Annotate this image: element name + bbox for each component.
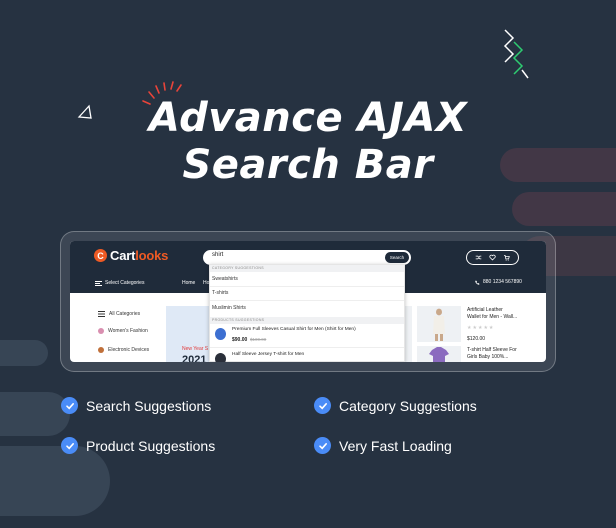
header-actions xyxy=(466,250,519,265)
device-icon xyxy=(98,347,104,353)
search-value: shirt xyxy=(212,252,224,258)
product-thumbnail[interactable] xyxy=(215,353,226,362)
logo-mark-icon: C xyxy=(94,249,107,262)
check-circle-icon xyxy=(314,397,331,414)
sidebar-item-label: All Categories xyxy=(109,311,141,317)
sidebar-item-label: Electronic Devices xyxy=(108,347,150,353)
select-categories-label: Select Categories xyxy=(105,280,145,286)
category-suggestion[interactable]: T-shirts xyxy=(212,290,229,296)
sidebar-item-electronic-devices[interactable]: Electronic Devices xyxy=(98,347,149,353)
product-image[interactable] xyxy=(417,306,461,342)
nav-link-partial[interactable]: Ho xyxy=(203,280,210,286)
dress-icon xyxy=(98,328,104,334)
divider xyxy=(210,347,404,348)
product-thumbnail[interactable] xyxy=(215,328,226,340)
feature-very-fast-loading: Very Fast Loading xyxy=(314,437,452,454)
banner-tagline: New Year S xyxy=(182,346,209,352)
category-suggestion[interactable]: Sweatshirts xyxy=(212,276,238,282)
brand-logo[interactable]: C Cartlooks xyxy=(94,248,168,263)
shirt-figure-icon xyxy=(433,308,445,341)
nav-link-home[interactable]: Home xyxy=(182,280,196,286)
banner-year: 2021 xyxy=(182,354,207,362)
list-icon xyxy=(98,311,105,317)
cart-icon[interactable] xyxy=(503,254,511,261)
feature-label: Search Suggestions xyxy=(86,397,212,414)
check-circle-icon xyxy=(314,437,331,454)
triangle-decoration xyxy=(77,104,92,119)
burst-decoration xyxy=(142,81,182,105)
brand-name: Cartlooks xyxy=(110,248,169,263)
category-suggestion[interactable]: Muslimin Shirts xyxy=(212,305,246,311)
menu-icon xyxy=(95,280,102,286)
zigzag-decoration xyxy=(503,29,529,79)
shuffle-icon[interactable] xyxy=(475,254,482,261)
divider xyxy=(210,286,404,287)
product-image[interactable] xyxy=(417,346,461,362)
phone-icon xyxy=(475,280,480,285)
tshirt-icon xyxy=(429,347,449,362)
feature-search-suggestions: Search Suggestions xyxy=(61,397,211,414)
select-categories[interactable]: Select Categories xyxy=(95,280,144,286)
product-name-line[interactable]: Girls Baby 100%... xyxy=(467,354,509,360)
product-price: $120.00 xyxy=(467,336,486,342)
search-button[interactable]: Search xyxy=(385,252,409,263)
check-circle-icon xyxy=(61,437,78,454)
feature-label: Product Suggestions xyxy=(86,437,216,454)
product-name-line[interactable]: Artificial Leather xyxy=(467,307,503,313)
sidebar-item-all-categories[interactable]: All Categories xyxy=(98,311,140,317)
feature-category-suggestions: Category Suggestions xyxy=(314,397,477,414)
check-circle-icon xyxy=(61,397,78,414)
rating-stars: ★★★★★ xyxy=(467,325,495,331)
headline-line-1: Advance AJAX xyxy=(148,95,468,141)
product-name-line[interactable]: Wallet for Men - Wall... xyxy=(467,314,518,320)
search-input[interactable]: shirt Search xyxy=(203,250,411,265)
product-suggestions-header: PRODUCTS SUGGESTIONS xyxy=(210,317,404,324)
heart-icon[interactable] xyxy=(489,254,496,261)
product-suggestion-title[interactable]: Premium Full Sleeves Casual Shirt for Me… xyxy=(232,327,356,332)
phone-number: 880 1234 567890 xyxy=(475,279,522,285)
sidebar-item-womens-fashion[interactable]: Women's Fashion xyxy=(98,328,148,334)
sidebar-item-label: Women's Fashion xyxy=(108,328,148,334)
product-name-line[interactable]: T-shirt Half Sleeve For xyxy=(467,347,517,353)
product-suggestion-old-price: $100.00 xyxy=(250,337,267,342)
phone-text: 880 1234 567890 xyxy=(483,279,522,285)
category-suggestions-header: CATEGORY SUGGESTIONS xyxy=(210,265,404,272)
feature-label: Category Suggestions xyxy=(339,397,477,414)
product-suggestion-price: $90.00 xyxy=(232,337,248,343)
headline-line-2: Search Bar xyxy=(182,142,434,188)
content-panel xyxy=(402,306,412,362)
feature-product-suggestions: Product Suggestions xyxy=(61,437,215,454)
feature-label: Very Fast Loading xyxy=(339,437,452,454)
preview-screen: C Cartlooks shirt Search Select Categori… xyxy=(70,241,546,362)
search-suggestions-dropdown: CATEGORY SUGGESTIONS Sweatshirts T-shirt… xyxy=(209,264,405,362)
product-suggestion-title[interactable]: Half Sleeve Jersey T-shirt for Men xyxy=(232,352,305,357)
divider xyxy=(210,300,404,301)
